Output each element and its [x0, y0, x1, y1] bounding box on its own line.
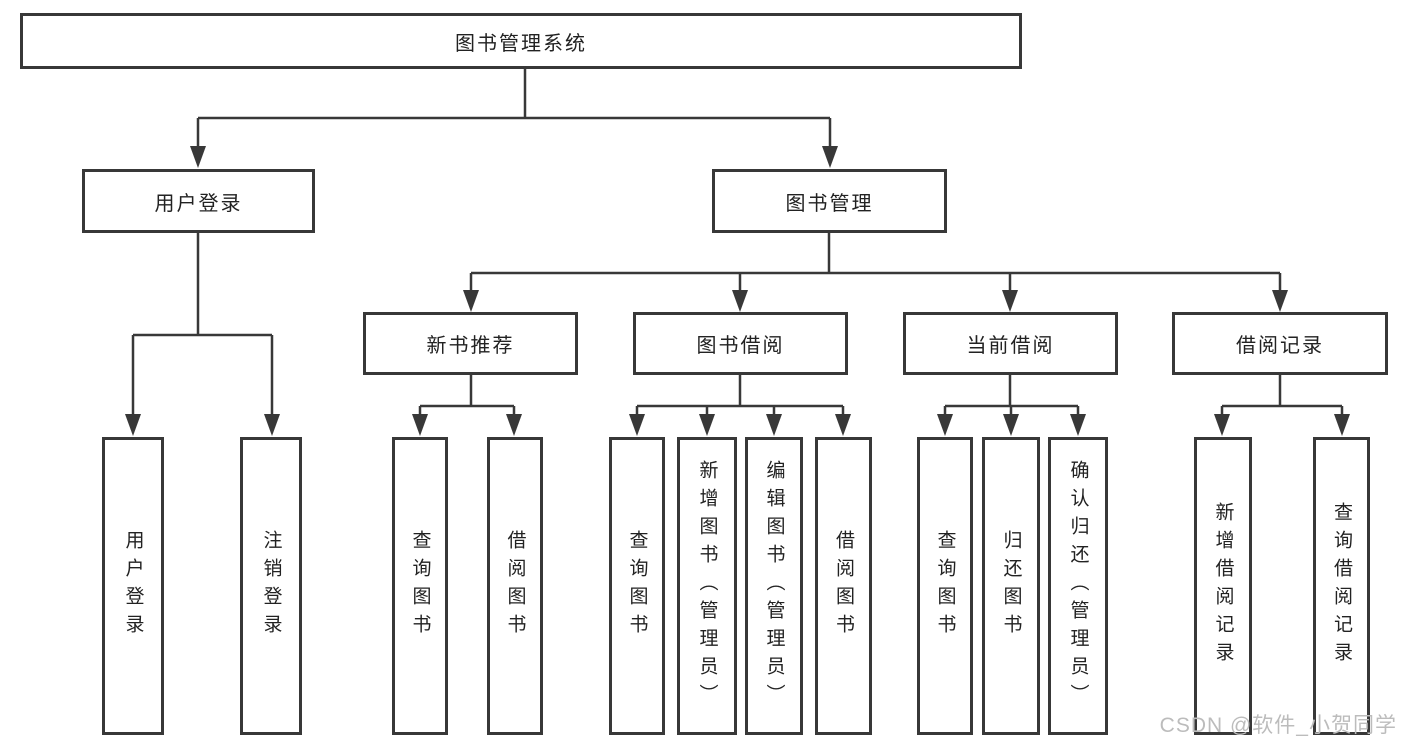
node-new-book-recommend: 新书推荐 — [363, 312, 578, 375]
node-current-borrow: 当前借阅 — [903, 312, 1118, 375]
leaf-query-book-borrow-label: 查询图书 — [626, 530, 648, 642]
leaf-confirm-return: 确认归还（管理员） — [1048, 437, 1108, 735]
node-borrow-record: 借阅记录 — [1172, 312, 1388, 375]
leaf-add-borrow-record-label: 新增借阅记录 — [1212, 502, 1234, 670]
node-book-borrow: 图书借阅 — [633, 312, 848, 375]
leaf-borrow-book-label: 借阅图书 — [833, 530, 854, 642]
leaf-logout: 注销登录 — [240, 437, 302, 735]
leaf-edit-book-label: 编辑图书（管理员） — [763, 460, 785, 712]
leaf-add-borrow-record: 新增借阅记录 — [1194, 437, 1252, 735]
leaf-query-book-current: 查询图书 — [917, 437, 973, 735]
node-user-login: 用户登录 — [82, 169, 315, 233]
leaf-return-book: 归还图书 — [982, 437, 1040, 735]
leaf-borrow-book-recommend-label: 借阅图书 — [504, 530, 526, 642]
leaf-logout-label: 注销登录 — [260, 530, 282, 642]
node-current-borrow-label: 当前借阅 — [966, 335, 1055, 357]
leaf-return-book-label: 归还图书 — [1000, 530, 1022, 642]
leaf-user-login-label: 用户登录 — [122, 530, 144, 642]
node-book-management: 图书管理 — [712, 169, 947, 233]
node-root: 图书管理系统 — [20, 13, 1022, 69]
node-book-management-label: 图书管理 — [785, 192, 874, 215]
leaf-add-book-label: 新增图书（管理员） — [696, 460, 718, 712]
node-new-book-recommend-label: 新书推荐 — [426, 335, 515, 357]
leaf-user-login: 用户登录 — [102, 437, 164, 735]
leaf-borrow-book-recommend: 借阅图书 — [487, 437, 543, 735]
leaf-query-borrow-record: 查询借阅记录 — [1313, 437, 1370, 735]
leaf-query-book-recommend-label: 查询图书 — [409, 530, 431, 642]
node-root-label: 图书管理系统 — [455, 32, 587, 55]
csdn-watermark: CSDN @软件_小贺同学 — [1159, 714, 1397, 737]
leaf-edit-book: 编辑图书（管理员） — [745, 437, 803, 735]
leaf-add-book: 新增图书（管理员） — [677, 437, 737, 735]
leaf-query-borrow-record-label: 查询借阅记录 — [1331, 502, 1352, 670]
leaf-confirm-return-label: 确认归还（管理员） — [1067, 460, 1089, 712]
leaf-query-book-current-label: 查询图书 — [934, 530, 956, 642]
node-borrow-record-label: 借阅记录 — [1236, 335, 1324, 357]
leaf-borrow-book: 借阅图书 — [815, 437, 872, 735]
leaf-query-book-borrow: 查询图书 — [609, 437, 665, 735]
leaf-query-book-recommend: 查询图书 — [392, 437, 448, 735]
node-book-borrow-label: 图书借阅 — [696, 335, 785, 357]
node-user-login-label: 用户登录 — [154, 192, 243, 215]
